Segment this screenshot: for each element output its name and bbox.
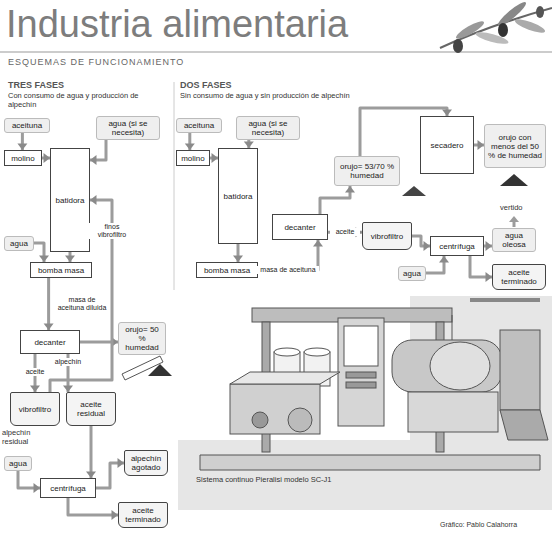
node-text: centrífuga xyxy=(433,242,481,251)
pipe-connector xyxy=(90,426,93,478)
conveyor xyxy=(122,356,172,380)
machine-box: bomba masa xyxy=(30,262,92,278)
input-label: agua (si se necesita) xyxy=(236,116,300,140)
arrow-head xyxy=(90,195,97,205)
arrow-head xyxy=(90,155,97,165)
node-text: orujo con menos del 50 % de humedad xyxy=(487,133,543,160)
node-text: bomba masa xyxy=(33,266,89,275)
node-text: orujo= 50 % humedad xyxy=(121,325,163,352)
tank-box: alpechín agotado xyxy=(124,450,168,476)
arrow-head xyxy=(313,240,323,247)
input-label: orujo= 53/70 % humedad xyxy=(334,156,400,186)
pipe-connector xyxy=(90,140,106,160)
node-text: agua oleosa xyxy=(495,231,533,249)
node-text: alpechín agotado xyxy=(127,454,165,472)
input-label: agua xyxy=(4,456,32,471)
flow-label: alpechín residual xyxy=(2,429,52,446)
machine-box: batidora xyxy=(50,148,90,252)
node-text: decanter xyxy=(275,223,325,232)
pipe-label: alpechín xyxy=(50,358,86,366)
node-text: agua (si se necesita) xyxy=(239,119,297,137)
arrow-head xyxy=(345,186,355,193)
input-label: aceituna xyxy=(4,118,50,133)
tank-box: aceite terminado xyxy=(118,502,168,528)
node-text: agua xyxy=(7,459,29,468)
node-text: centrífuga xyxy=(43,484,93,493)
machine-box: centrífuga xyxy=(430,236,484,256)
input-label: agua oleosa xyxy=(492,228,536,252)
node-text: bomba masa xyxy=(199,266,255,275)
section-note: Con consumo de agua y producción de alpe… xyxy=(8,92,158,109)
pipe-connector xyxy=(68,498,118,515)
node-text: molino xyxy=(179,154,207,163)
node-text: aceite terminado xyxy=(121,506,165,524)
input-label: agua (si se necesita) xyxy=(96,116,160,140)
node-text: batidora xyxy=(53,196,87,205)
node-text: decanter xyxy=(23,338,77,347)
machine-illustration xyxy=(178,296,552,510)
tank-box: aceite residual xyxy=(66,392,116,426)
section-subtitle: ESQUEMAS DE FUNCIONAMIENTO xyxy=(8,57,328,67)
machine-box: bomba masa xyxy=(196,262,258,278)
machine-box: batidora xyxy=(218,148,258,244)
pipe-label: aceite xyxy=(19,368,51,376)
pipe-label: masa de aceituna diluida xyxy=(56,296,108,312)
arrow-head xyxy=(439,256,449,263)
node-text: agua (si se necesita) xyxy=(99,119,157,137)
node-text: agua xyxy=(7,239,31,248)
tank-box: vibrofiltro xyxy=(10,392,60,426)
orujo-pile xyxy=(402,186,426,196)
pipe-connector xyxy=(18,471,40,488)
machine-box: molino xyxy=(176,150,210,166)
input-label: orujo con menos del 50 % de humedad xyxy=(484,124,546,168)
pipe-connector xyxy=(426,256,444,273)
node-text: agua xyxy=(401,269,423,278)
node-text: vibrofiltro xyxy=(365,232,409,241)
node-text: secadero xyxy=(423,141,471,150)
input-label: orujo= 50 % humedad xyxy=(118,322,166,355)
node-text: aceite terminado xyxy=(495,268,543,286)
tank-box: aceite terminado xyxy=(492,264,546,290)
input-label: aceituna xyxy=(176,118,222,133)
title: Industria alimentaria xyxy=(6,2,348,46)
input-label: agua xyxy=(398,266,426,281)
pipe-label: aceite xyxy=(330,228,360,236)
credit: Gráfico: Pablo Calahorra xyxy=(440,520,517,529)
node-text: aceituna xyxy=(179,121,219,130)
node-text: molino xyxy=(7,154,39,163)
machine-box: decanter xyxy=(20,330,80,354)
machine-box: decanter xyxy=(272,214,328,240)
machine-box: secadero xyxy=(420,116,474,174)
node-text: batidora xyxy=(221,192,255,201)
node-text: aceite residual xyxy=(69,400,113,418)
tank-box: vibrofiltro xyxy=(362,222,412,250)
node-text: aceituna xyxy=(7,121,47,130)
pipe-connector xyxy=(470,256,492,277)
machine-box: centrífuga xyxy=(40,478,96,498)
pipe-connector xyxy=(320,186,350,214)
pipe-connector xyxy=(96,463,124,488)
illustration-caption: Sistema continuo Pieralisi modelo SC-J1 xyxy=(196,476,356,485)
section-note: Sin consumo de agua y sin producción de … xyxy=(180,92,380,101)
node-text: orujo= 53/70 % humedad xyxy=(337,162,397,180)
section-heading: DOS FASES xyxy=(180,80,300,90)
orujo-pile xyxy=(500,174,528,186)
machine-box: molino xyxy=(4,150,42,166)
pipe-label: masa de aceituna xyxy=(257,266,319,274)
flow-label: vertido xyxy=(500,204,540,213)
pipe-label: finos vibrofiltro xyxy=(89,223,135,239)
olive-branch xyxy=(440,0,552,53)
section-heading: TRES FASES xyxy=(8,80,128,90)
pipe-connector xyxy=(47,278,50,330)
input-label: agua xyxy=(4,236,34,251)
node-text: vibrofiltro xyxy=(13,405,57,414)
